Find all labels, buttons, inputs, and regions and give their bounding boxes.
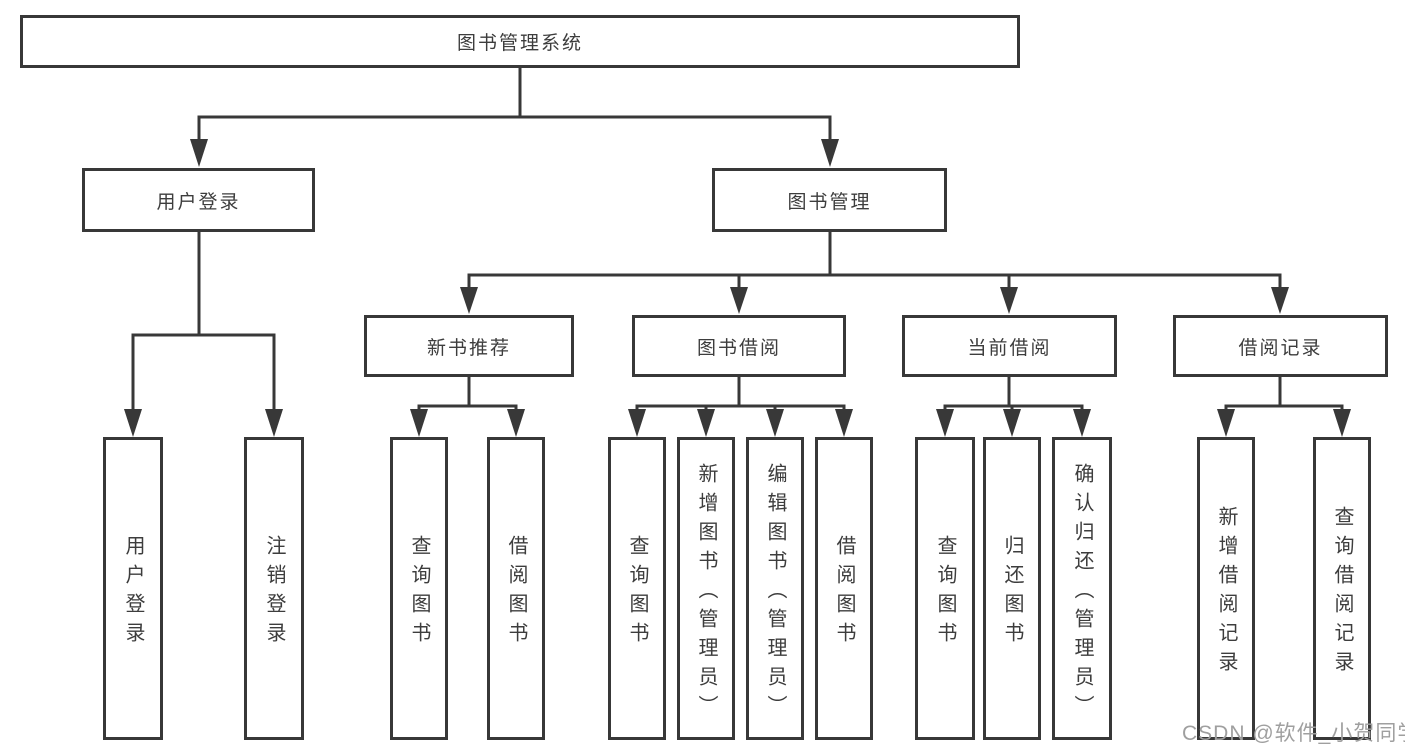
- leaf-query-borrow-record: 查询借阅记录: [1313, 437, 1371, 740]
- leaf-borrow-books-recommend-label: 借阅图书: [505, 535, 527, 651]
- leaf-query-books-current: 查询图书: [915, 437, 975, 740]
- leaf-query-borrow-record-label: 查询借阅记录: [1331, 506, 1353, 680]
- leaf-borrow-books: 借阅图书: [815, 437, 873, 740]
- node-book-borrowing-label: 图书借阅: [696, 337, 781, 359]
- leaf-query-books-borrow: 查询图书: [608, 437, 666, 740]
- leaf-user-login: 用户登录: [103, 437, 163, 740]
- leaf-return-books: 归还图书: [983, 437, 1041, 740]
- csdn-watermark: CSDN @软件_小贺同学: [1182, 722, 1405, 745]
- leaf-query-books-current-label: 查询图书: [934, 535, 956, 651]
- node-borrowing-records: 借阅记录: [1173, 315, 1388, 377]
- node-new-book-recommend: 新书推荐: [364, 315, 574, 377]
- leaf-add-books-admin-label: 新增图书（管理员）: [695, 462, 717, 724]
- leaf-add-borrow-record-label: 新增借阅记录: [1215, 506, 1237, 680]
- node-borrowing-records-label: 借阅记录: [1238, 337, 1323, 359]
- leaf-edit-books-admin-label: 编辑图书（管理员）: [764, 462, 786, 724]
- node-new-book-recommend-label: 新书推荐: [426, 337, 511, 359]
- node-user-login-label: 用户登录: [156, 191, 241, 213]
- node-user-login: 用户登录: [82, 168, 315, 232]
- leaf-query-books-borrow-label: 查询图书: [626, 535, 648, 651]
- leaf-query-books-recommend-label: 查询图书: [408, 535, 430, 651]
- node-current-borrowing-label: 当前借阅: [967, 337, 1052, 359]
- leaf-confirm-return-admin-label: 确认归还（管理员）: [1071, 462, 1093, 724]
- leaf-user-login-label: 用户登录: [122, 535, 144, 651]
- node-root-system: 图书管理系统: [20, 15, 1020, 68]
- leaf-confirm-return-admin: 确认归还（管理员）: [1052, 437, 1112, 740]
- node-book-management: 图书管理: [712, 168, 947, 232]
- leaf-logout: 注销登录: [244, 437, 304, 740]
- node-book-borrowing: 图书借阅: [632, 315, 846, 377]
- leaf-add-books-admin: 新增图书（管理员）: [677, 437, 735, 740]
- leaf-query-books-recommend: 查询图书: [390, 437, 448, 740]
- leaf-logout-label: 注销登录: [263, 535, 285, 651]
- leaf-return-books-label: 归还图书: [1001, 535, 1023, 651]
- leaf-borrow-books-label: 借阅图书: [833, 535, 855, 651]
- node-root-label: 图书管理系统: [456, 33, 583, 54]
- node-current-borrowing: 当前借阅: [902, 315, 1117, 377]
- leaf-edit-books-admin: 编辑图书（管理员）: [746, 437, 804, 740]
- leaf-add-borrow-record: 新增借阅记录: [1197, 437, 1255, 740]
- leaf-borrow-books-recommend: 借阅图书: [487, 437, 545, 740]
- node-book-management-label: 图书管理: [787, 191, 872, 213]
